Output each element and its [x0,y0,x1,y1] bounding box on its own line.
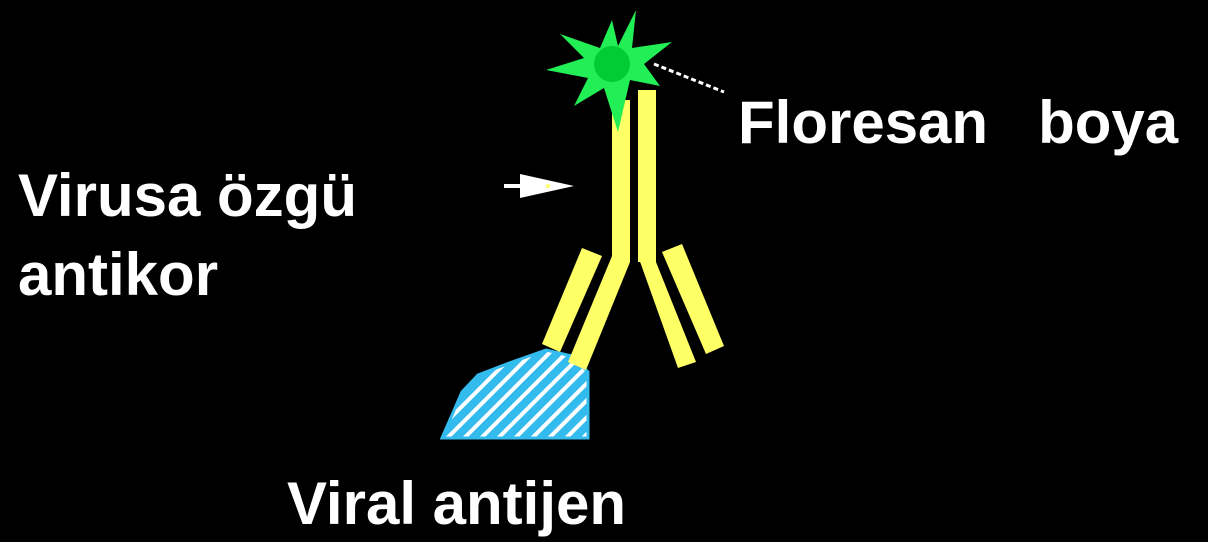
arrow-pointer-icon [504,174,574,198]
dye-leader-line [654,64,724,92]
antibody-label-line1: Virusa özgü [18,162,357,229]
dye-star-core [594,46,630,82]
antibody-label: Virusa özgü antikor [18,156,357,314]
antibody-shape [542,90,724,370]
fluorescent-dye-label: Floresan boya [738,93,1178,153]
antibody-label-line2: antikor [18,241,218,308]
antibody-stem-right [638,90,656,262]
viral-antigen-shape [442,350,588,438]
viral-antigen-label: Viral antijen [287,474,626,534]
antibody-stem-left [612,100,630,262]
